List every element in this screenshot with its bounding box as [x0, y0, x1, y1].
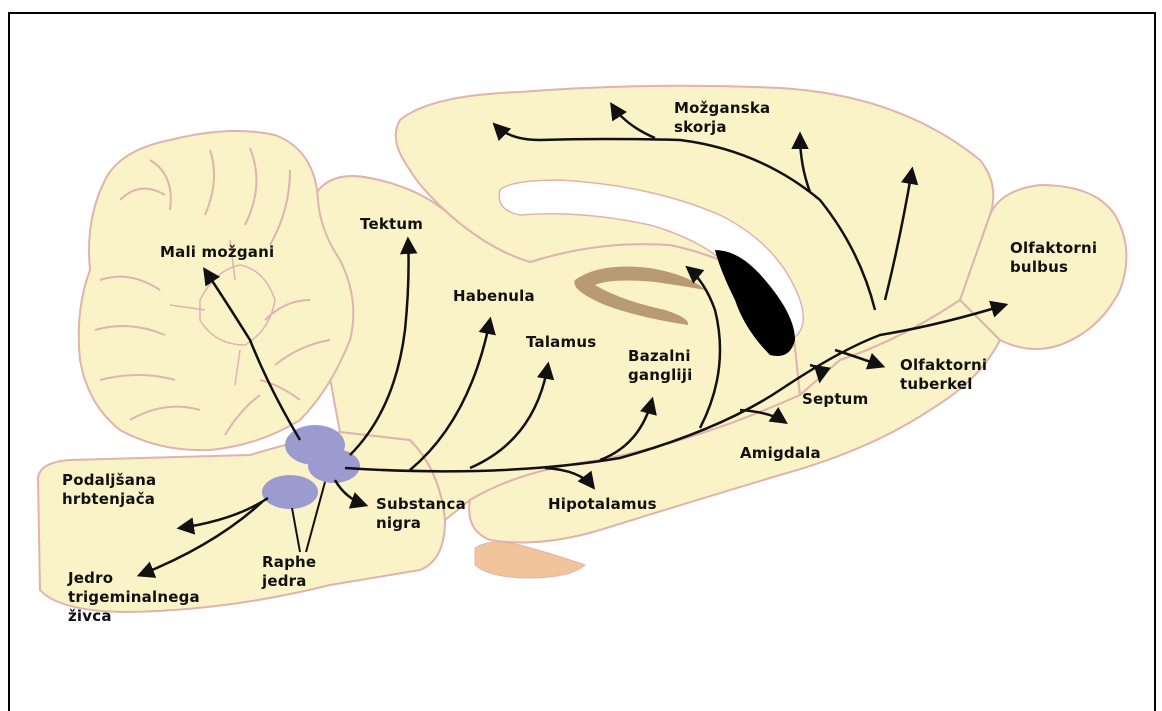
label-amigdala: Amigdala	[740, 444, 821, 463]
label-hipotalamus: Hipotalamus	[548, 495, 657, 514]
label-substanca-nigra: Substanca nigra	[376, 495, 466, 533]
label-olfaktorni-bulbus: Olfaktorni bulbus	[1010, 239, 1097, 277]
label-talamus: Talamus	[526, 333, 596, 352]
label-podaljsana-hrbtenjaca: Podaljšana hrbtenjača	[62, 471, 156, 509]
cerebellum	[79, 131, 354, 450]
label-olfaktorni-tuberkel: Olfaktorni tuberkel	[900, 356, 987, 394]
pituitary-shape	[475, 542, 585, 578]
label-mozganska-skorja: Možganska skorja	[674, 99, 770, 137]
label-habenula: Habenula	[453, 287, 535, 306]
label-septum: Septum	[802, 390, 868, 409]
label-raphe-jedra: Raphe jedra	[262, 553, 316, 591]
label-tektum: Tektum	[360, 215, 423, 234]
label-mali-mozgani: Mali možgani	[160, 243, 274, 262]
label-bazalni-gangliji: Bazalni gangliji	[628, 347, 692, 385]
label-jedro-trigeminalnega-zivca: Jedro trigeminalnega živca	[68, 569, 200, 626]
